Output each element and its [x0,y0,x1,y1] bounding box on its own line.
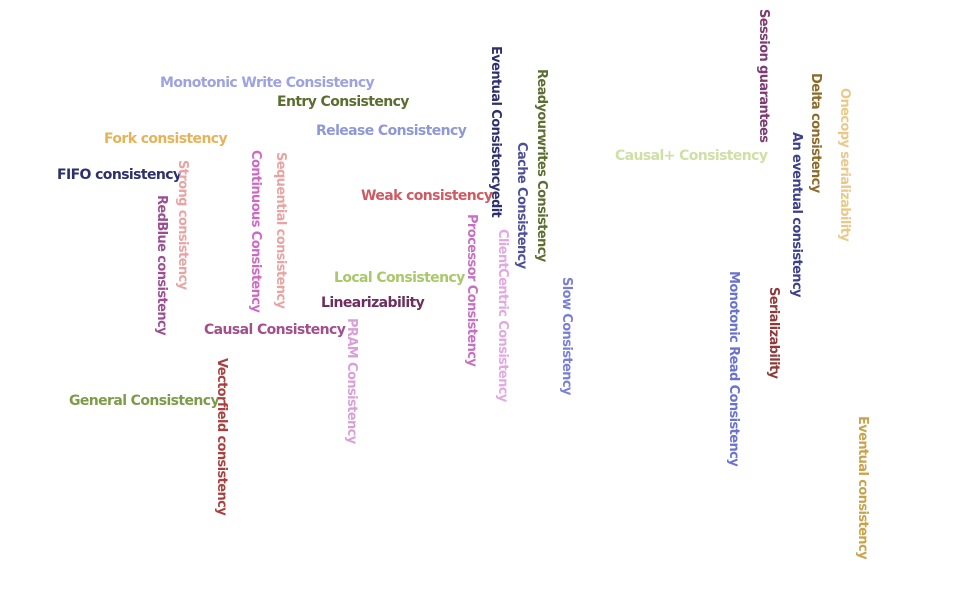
word-monotonic-read-consistency: Monotonic Read Consistency [726,271,741,467]
word-continuous-consistency: Continuous Consistency [248,150,263,313]
word-causal-plus-consistency: Causal+ Consistency [615,148,768,164]
word-fork-consistency: Fork consistency [104,131,228,147]
word-local-consistency: Local Consistency [334,270,465,286]
word-onecopy-serializability: Onecopy serializability [837,88,852,242]
word-pram-consistency: PRAM Consistency [344,318,359,444]
word-cache-consistency: Cache Consistency [514,142,529,269]
word-processor-consistency: Processor Consistency [464,214,479,367]
word-vectorfield-consistency: Vectorfield consistency [214,358,229,516]
word-general-consistency: General Consistency [69,393,220,409]
word-sequential-consistency: Sequential consistency [273,152,288,309]
word-release-consistency: Release Consistency [316,123,467,139]
word-session-guarantees: Session guarantees [756,9,771,143]
word-slow-consistency: Slow Consistency [559,277,574,395]
word-causal-consistency: Causal Consistency [204,322,346,338]
word-weak-consistency: Weak consistency [361,188,493,204]
word-readyourwrites-consistency: Readyourwrites Consistency [534,69,549,262]
word-eventual-consistencyedit: Eventual Consistencyedit [488,46,503,218]
word-fifo-consistency: FIFO consistency [57,167,182,183]
word-eventual-consistency: Eventual consistency [855,416,870,559]
word-linearizability: Linearizability [321,295,425,311]
word-entry-consistency: Entry Consistency [277,94,409,110]
word-monotonic-write-consistency: Monotonic Write Consistency [160,75,375,91]
word-redblue-consistency: RedBlue consistency [154,195,169,335]
word-strong-consistency: Strong consistency [175,160,190,290]
word-delta-consistency: Delta consistency [808,73,823,193]
word-clientcentric-consistency: ClientCentric Consistency [495,229,510,402]
word-an-eventual-consistency: An eventual consistency [789,132,804,297]
word-serializability: Serializability [766,287,781,379]
